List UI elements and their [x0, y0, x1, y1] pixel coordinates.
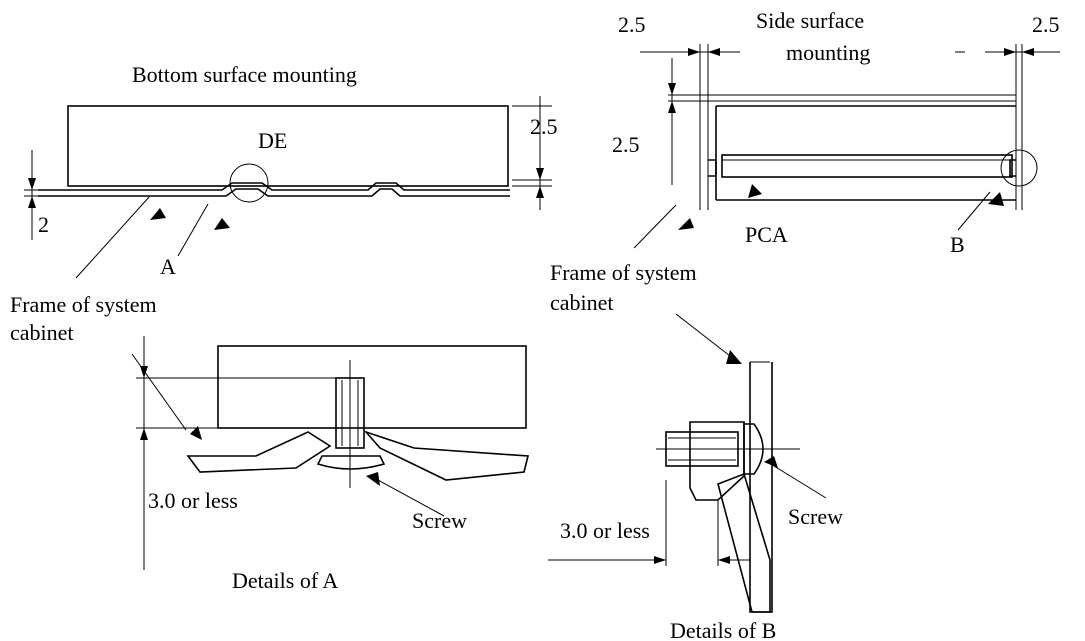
detail-a-circle: [229, 163, 269, 203]
frame-wall-b: [749, 362, 773, 613]
dim-2-5-side: 2.5: [612, 132, 640, 157]
frame-plate-bottom: [38, 182, 510, 191]
side-title-line1: Side surface: [756, 8, 864, 33]
de-label: DE: [258, 128, 287, 153]
de-body: [67, 105, 509, 187]
frame-left-line2: cabinet: [10, 320, 74, 345]
bottom-title: Bottom surface mounting: [132, 62, 357, 87]
frame-left-line1: Frame of system: [10, 292, 157, 317]
bracket-b: [689, 421, 745, 501]
detail-b-circle: [1000, 149, 1038, 187]
details-b-title: Details of B: [670, 618, 776, 641]
screw-head-b: [743, 423, 764, 475]
dim-2-5-top-left: 2.5: [618, 12, 646, 37]
dim-2-5-top-right: 2.5: [1032, 12, 1060, 37]
side-title-line2: mounting: [786, 40, 870, 65]
de-section-hatched: [217, 345, 527, 429]
frame-plate-section-a: [186, 431, 332, 473]
dim-3-0-b: 3.0 or less: [560, 518, 650, 543]
side-mounting-view: Side surface mounting 2.5 2.5 2.5: [550, 8, 1060, 315]
frame-right-line1: Frame of system: [550, 260, 697, 285]
dim-2-5-bottom: 2.5: [530, 114, 558, 139]
screw-head-a: [316, 455, 386, 470]
dim-3-0-a: 3.0 or less: [148, 488, 238, 513]
label-b: B: [950, 232, 965, 257]
label-pca: PCA: [745, 222, 788, 247]
bottom-mounting-view: Bottom surface mounting DE 2.5 2 A Frame…: [10, 62, 558, 345]
details-of-a: Screw 3.0 or less Details of A: [131, 336, 530, 593]
details-a-title: Details of A: [232, 568, 338, 593]
frame-right-line2: cabinet: [550, 290, 614, 315]
screw-a: Screw: [412, 508, 467, 533]
details-of-b: Screw 3.0 or less Details of B: [548, 313, 843, 641]
label-a: A: [160, 254, 176, 279]
dim-2: 2: [38, 212, 49, 237]
pca-board: [721, 154, 1013, 178]
screw-b: Screw: [788, 504, 843, 529]
